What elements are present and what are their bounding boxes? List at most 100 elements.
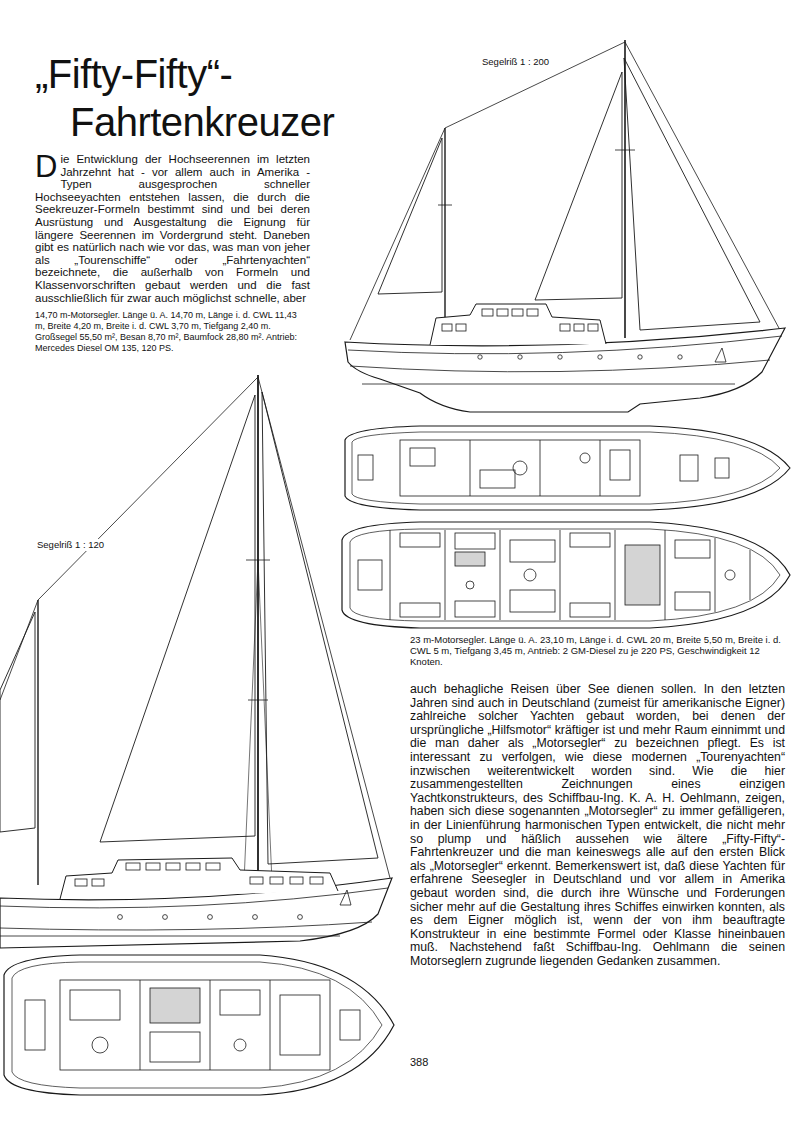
bulkhead [470,440,471,496]
hull-inner-line [12,962,382,1088]
settee [480,470,515,488]
window [442,324,452,331]
bulkhead [560,530,561,620]
cabin-sole [455,552,485,566]
bunk [675,540,710,558]
window [186,863,200,870]
window [512,309,523,316]
window [270,877,283,884]
bunk [400,533,440,547]
wheel [580,453,590,463]
page-title: „Fifty-Fifty“- Fahrtenkreuzer [35,50,355,146]
bulkhead [210,980,211,1070]
porthole [558,355,562,359]
mizzen-sail [0,612,35,832]
deckhouse-plan [400,440,640,496]
porthole [478,355,482,359]
window [588,324,598,331]
forestay [258,377,390,878]
settee [510,590,555,612]
bulkhead [750,550,751,600]
spring-stay [38,377,258,600]
deck-edge [352,432,780,504]
window [75,879,87,886]
porthole [118,915,123,920]
scale-label: Segelriß 1 : 200 [480,56,551,68]
deckhouse [60,858,338,899]
window [527,309,538,316]
bunk [455,533,495,549]
hull-plan-outline [342,522,790,628]
bulkhead [500,530,501,620]
bulkhead [615,530,616,620]
window [92,879,104,886]
stern-locker [358,455,373,480]
staysail [624,58,760,330]
cabin-sole [150,988,200,1023]
sail-emblem [715,348,726,362]
galley [510,540,555,562]
page-number: 388 [410,1056,428,1069]
mizzen-sail [378,138,442,294]
window [290,877,303,884]
staysail [262,392,378,864]
bulkhead [390,530,391,620]
window [560,324,570,331]
body-paragraph: auch behagliche Reisen über See dienen s… [410,683,785,968]
window [146,863,160,870]
bunk [455,601,495,617]
mainsail [100,395,255,842]
window [166,863,180,870]
bunk [220,990,260,1015]
window [574,324,584,331]
hatch [340,1010,360,1040]
window [456,324,466,331]
mizzen-mast [37,600,38,885]
figure-caption: 14,70 m-Motorsegler. Länge ü. A. 14,70 m… [35,310,303,353]
deckhouse [430,304,606,345]
window [482,309,493,316]
porthole [518,355,522,359]
bulkhead [445,530,446,620]
settee [410,448,435,466]
bulkhead [600,440,601,496]
stern-locker [358,560,382,590]
window [126,863,140,870]
scale-label: Segelriß 1 : 120 [35,539,106,551]
window [250,877,263,884]
galley [150,1032,200,1062]
head [234,1039,246,1051]
deckhouse-plan [60,980,330,1070]
window [206,863,220,870]
bunk [675,592,710,610]
sail-emblem [340,890,351,905]
body-paragraph: Die Entwicklung der Hochseerennen im let… [35,153,310,304]
backstay [350,128,445,340]
mainsail [535,72,622,300]
window [497,309,508,316]
companionway [610,450,630,480]
table [92,1037,108,1053]
head [725,570,735,580]
figure-caption: 23 m-Motorsegler. Länge ü. A. 23,10 m, L… [410,634,785,667]
bulkhead [540,440,541,496]
hatch [715,458,729,478]
spreader [438,205,452,206]
backstay [0,600,38,700]
hull-plan-outline [345,426,790,510]
boot-top-line [0,922,372,930]
shroud [258,560,272,882]
forestay [625,42,780,330]
bunk [570,603,610,617]
window [310,877,323,884]
hull-plan-outline [4,955,394,1095]
porthole [253,915,258,920]
porthole [598,355,602,359]
spreader [615,150,635,151]
porthole [163,915,168,920]
hull-inner-line [350,529,780,621]
porthole [208,915,213,920]
hatch [680,455,698,481]
bulkhead [665,530,666,620]
